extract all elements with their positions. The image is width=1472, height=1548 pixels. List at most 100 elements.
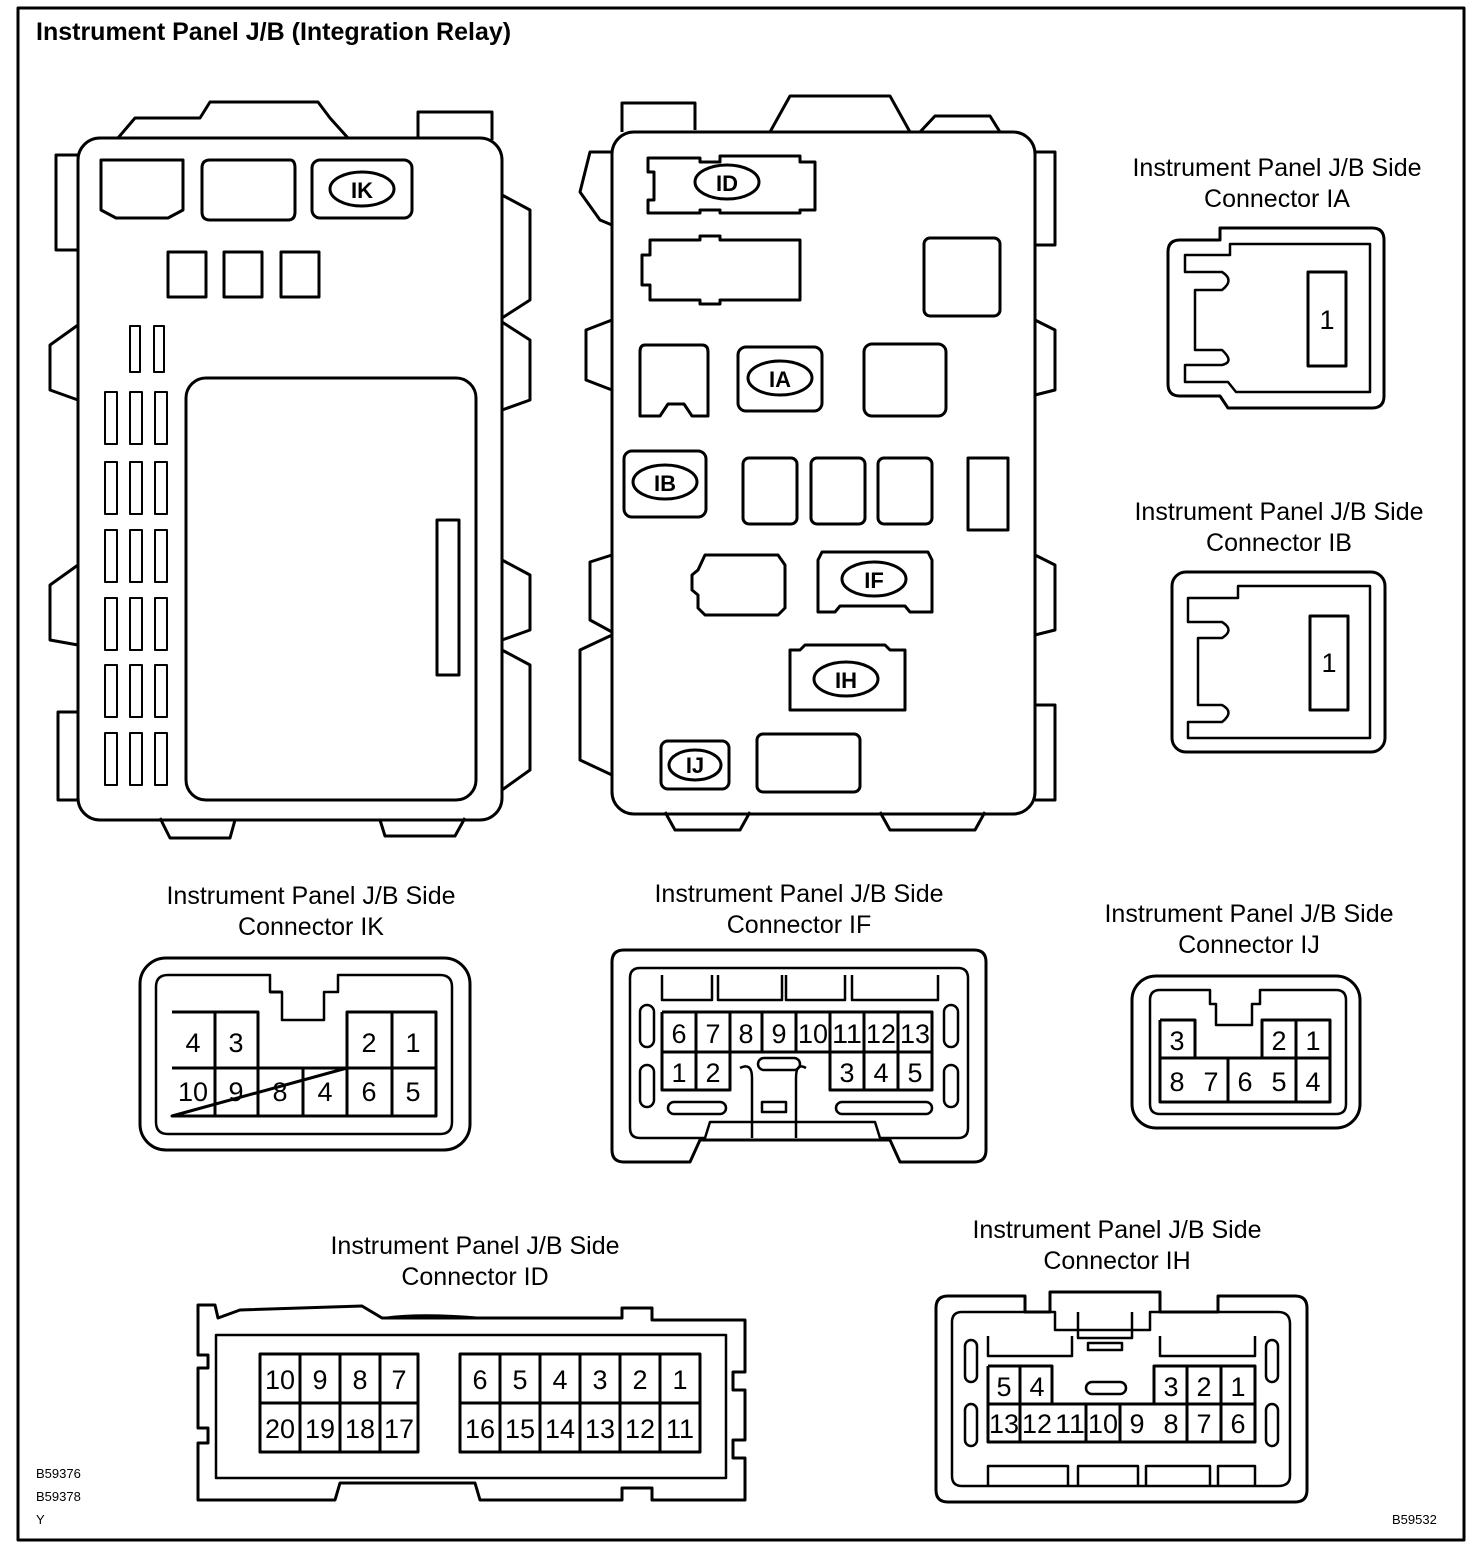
if-pin: 9 — [771, 1019, 786, 1049]
if-pin: 2 — [705, 1058, 720, 1088]
if-pin: 10 — [798, 1019, 828, 1049]
id-pin: 14 — [545, 1414, 575, 1444]
id-pin: 9 — [312, 1365, 327, 1395]
connector-if: Instrument Panel J/B Side Connector IF 6… — [610, 880, 988, 1164]
if-pin: 7 — [705, 1019, 720, 1049]
id-pin: 17 — [384, 1414, 414, 1444]
ij-pin: 1 — [1305, 1026, 1320, 1056]
ik-pin: 5 — [405, 1077, 420, 1107]
connector-ih: Instrument Panel J/B Side Connector IH 5… — [934, 1216, 1309, 1504]
connector-ib-caption-1: Instrument Panel J/B Side — [1134, 498, 1423, 526]
ij-pin: 6 — [1237, 1067, 1252, 1097]
ih-pin: 12 — [1022, 1409, 1052, 1439]
ij-pin: 4 — [1305, 1067, 1320, 1097]
jb-label-ib: IB — [654, 471, 676, 496]
connector-ik-caption-2: Connector IK — [238, 913, 384, 941]
id-pin: 10 — [265, 1365, 295, 1395]
connector-ia: Instrument Panel J/B Side Connector IA 1 — [1132, 154, 1422, 410]
ih-pin: 1 — [1230, 1372, 1245, 1402]
figure-code-2: B59378 — [36, 1489, 81, 1504]
page-title: Instrument Panel J/B (Integration Relay) — [36, 18, 511, 46]
ih-pin: 9 — [1129, 1409, 1144, 1439]
ih-pin: 5 — [996, 1372, 1011, 1402]
connector-ib: Instrument Panel J/B Side Connector IB 1 — [1134, 498, 1424, 754]
jb-label-id: ID — [716, 171, 738, 196]
outer-frame — [16, 6, 1466, 1542]
connector-ia-pin: 1 — [1319, 305, 1334, 335]
id-pin: 5 — [512, 1365, 527, 1395]
connector-id-caption-1: Instrument Panel J/B Side — [330, 1232, 619, 1260]
jb-label-ih: IH — [835, 668, 857, 693]
connector-ij-caption-2: Connector IJ — [1178, 931, 1320, 959]
ih-pin: 13 — [989, 1409, 1019, 1439]
ih-pin: 6 — [1230, 1409, 1245, 1439]
id-pin: 16 — [465, 1414, 495, 1444]
ik-pin: 6 — [361, 1077, 376, 1107]
figure-code-1: B59376 — [36, 1466, 81, 1481]
id-pin: 6 — [472, 1365, 487, 1395]
if-pin: 11 — [832, 1019, 862, 1049]
figure-code-3: Y — [36, 1512, 45, 1527]
ij-pin: 8 — [1169, 1067, 1184, 1097]
connector-ik: Instrument Panel J/B Side Connector IK 4… — [138, 882, 472, 1152]
ik-pin: 9 — [228, 1077, 243, 1107]
connector-ih-caption-1: Instrument Panel J/B Side — [972, 1216, 1261, 1244]
ih-pin: 7 — [1196, 1409, 1211, 1439]
ik-pin: 10 — [178, 1077, 208, 1107]
id-pin: 11 — [666, 1414, 694, 1444]
ih-pin: 11 — [1055, 1409, 1085, 1439]
connector-ij-caption-1: Instrument Panel J/B Side — [1104, 900, 1393, 928]
id-pin: 1 — [672, 1365, 687, 1395]
jb-label-ik: IK — [351, 178, 373, 203]
connector-ij: Instrument Panel J/B Side Connector IJ 3… — [1104, 900, 1394, 1130]
ik-pin: 1 — [405, 1028, 420, 1058]
jb-housing-left: IK — [48, 100, 532, 840]
id-pin: 2 — [632, 1365, 647, 1395]
connector-ib-pin: 1 — [1321, 648, 1336, 678]
connector-id: Instrument Panel J/B Side Connector ID 1… — [196, 1232, 747, 1502]
ij-pin: 3 — [1169, 1026, 1184, 1056]
if-pin: 1 — [671, 1058, 686, 1088]
ij-pin: 5 — [1271, 1067, 1286, 1097]
ih-pin: 10 — [1088, 1409, 1118, 1439]
connector-id-caption-2: Connector ID — [401, 1263, 548, 1291]
ik-pin: 3 — [228, 1028, 243, 1058]
ij-pin: 7 — [1203, 1067, 1218, 1097]
id-pin: 3 — [592, 1365, 607, 1395]
figure-code-right: B59532 — [1392, 1512, 1437, 1527]
jb-label-ij: IJ — [686, 753, 704, 778]
id-pin: 13 — [585, 1414, 615, 1444]
ih-pin: 2 — [1196, 1372, 1211, 1402]
ik-pin: 2 — [361, 1028, 376, 1058]
if-pin: 3 — [839, 1058, 854, 1088]
connector-ih-caption-2: Connector IH — [1043, 1247, 1190, 1275]
if-pin: 8 — [738, 1019, 753, 1049]
ij-pin: 2 — [1271, 1026, 1286, 1056]
connector-ib-caption-2: Connector IB — [1206, 529, 1352, 557]
connector-ia-caption-1: Instrument Panel J/B Side — [1132, 154, 1421, 182]
connector-if-caption-2: Connector IF — [727, 911, 872, 939]
jb-label-ia: IA — [769, 367, 791, 392]
if-pin: 5 — [907, 1058, 922, 1088]
id-pin: 7 — [391, 1365, 406, 1395]
ih-pin: 4 — [1029, 1372, 1044, 1402]
id-pin: 8 — [352, 1365, 367, 1395]
id-pin: 20 — [265, 1414, 295, 1444]
jb-housing-right: ID IA IB IF IH IJ — [578, 94, 1057, 832]
ik-pin: 4 — [317, 1077, 332, 1107]
if-pin: 4 — [873, 1058, 888, 1088]
if-pin: 6 — [671, 1019, 686, 1049]
id-pin: 18 — [345, 1414, 375, 1444]
if-pin: 12 — [866, 1019, 896, 1049]
ih-pin: 8 — [1163, 1409, 1178, 1439]
connector-if-caption-1: Instrument Panel J/B Side — [654, 880, 943, 908]
id-pin: 19 — [305, 1414, 335, 1444]
id-pin: 4 — [552, 1365, 567, 1395]
ik-pin: 4 — [185, 1028, 200, 1058]
connector-ia-caption-2: Connector IA — [1204, 185, 1350, 213]
ih-pin: 3 — [1163, 1372, 1178, 1402]
ik-pin: 8 — [272, 1077, 287, 1107]
jb-label-if: IF — [864, 568, 884, 593]
id-pin: 12 — [625, 1414, 655, 1444]
